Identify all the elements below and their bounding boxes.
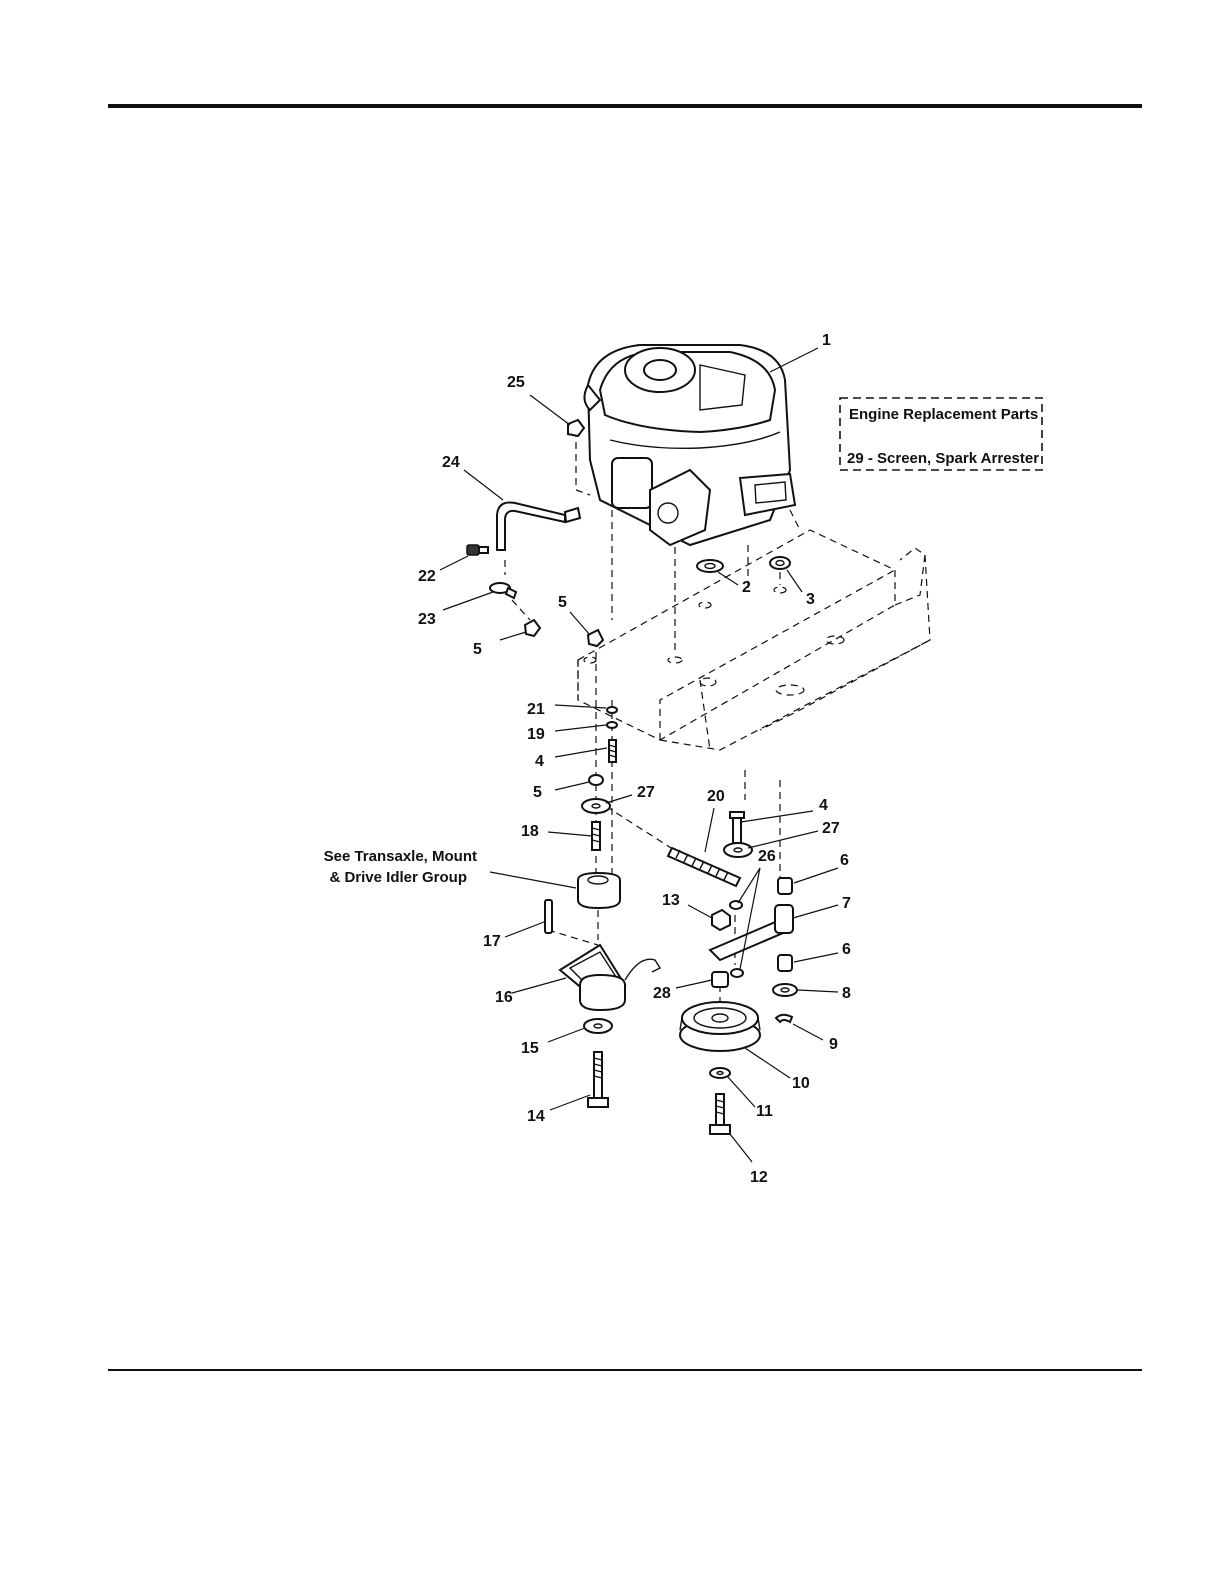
callout-3: 3 [806, 591, 815, 608]
part-4-bolt-a [609, 740, 616, 762]
part-26-nut [730, 901, 742, 909]
callout-23: 23 [418, 611, 436, 628]
part-4-bolt-b [730, 812, 744, 843]
part-5-nut-c [589, 775, 603, 785]
part-17-key [545, 900, 552, 933]
part-6-bushing-b [778, 955, 792, 971]
part-6-bushing-a [778, 878, 792, 894]
part-2-washer [697, 560, 723, 572]
mounting-deck [578, 530, 930, 750]
callout-14: 14 [527, 1108, 545, 1125]
callout-13: 13 [662, 892, 680, 909]
part-12-bolt [710, 1094, 730, 1134]
part-5-nut-a [525, 620, 540, 636]
callout-5c: 5 [533, 784, 542, 801]
side-note-line2: & Drive Idler Group [329, 869, 467, 886]
callout-22: 22 [418, 568, 436, 585]
engine [584, 345, 795, 545]
part-28-spacer [712, 972, 728, 987]
callout-27a: 27 [637, 784, 655, 801]
callout-4b: 4 [819, 797, 828, 814]
callout-24: 24 [442, 454, 460, 471]
callout-17: 17 [483, 933, 501, 950]
callout-6b: 6 [842, 941, 851, 958]
part-9-clip [776, 1015, 792, 1022]
callout-5a: 5 [558, 594, 567, 611]
part-14-bolt [588, 1052, 608, 1107]
callout-21: 21 [527, 701, 545, 718]
callout-2: 2 [742, 579, 751, 596]
part-13-nut [712, 910, 730, 930]
callout-5b: 5 [473, 641, 482, 658]
callout-20: 20 [707, 788, 725, 805]
engine-replacement-parts-box: Engine Replacement Parts 29 - Screen, Sp… [840, 398, 1042, 470]
callout-26: 26 [758, 848, 776, 865]
part-8-washer [773, 984, 797, 996]
callout-11: 11 [756, 1103, 773, 1120]
part-10-idler-pulley [680, 1002, 760, 1051]
part-19-washer [607, 722, 617, 728]
part-5-nut-b [588, 630, 603, 646]
side-note-line1: See Transaxle, Mount [324, 848, 477, 865]
box-title: Engine Replacement Parts [849, 406, 1038, 423]
part-22-screw [467, 545, 488, 555]
callout-10: 10 [792, 1075, 810, 1092]
callout-19: 19 [527, 726, 545, 743]
box-line: 29 - Screen, Spark Arrester [847, 450, 1039, 467]
callout-12: 12 [750, 1169, 768, 1186]
transaxle-reference-note: See Transaxle, Mount & Drive Idler Group [324, 848, 477, 886]
part-3-washer [770, 557, 790, 569]
part-25-nut [568, 420, 584, 436]
callout-1: 1 [822, 332, 831, 349]
callout-27b: 27 [822, 820, 840, 837]
part-16-clutch [560, 945, 660, 1010]
part-27-washer-a [582, 799, 610, 813]
callout-7: 7 [842, 895, 851, 912]
part-21-washer [607, 707, 617, 713]
callout-16: 16 [495, 989, 513, 1006]
part-26-nut-lower [731, 969, 743, 977]
callout-6a: 6 [840, 852, 849, 869]
callout-25: 25 [507, 374, 525, 391]
transaxle-pulley [578, 873, 620, 908]
part-23-clamp [490, 583, 516, 598]
part-24-fuel-line [497, 503, 580, 551]
callout-8: 8 [842, 985, 851, 1002]
callout-18: 18 [521, 823, 539, 840]
callout-9: 9 [829, 1036, 838, 1053]
part-15-washer [584, 1019, 612, 1033]
callout-28: 28 [653, 985, 671, 1002]
callout-4a: 4 [535, 753, 544, 770]
part-18-bolt [592, 822, 600, 850]
part-27-washer-b [724, 843, 752, 857]
callout-15: 15 [521, 1040, 539, 1057]
